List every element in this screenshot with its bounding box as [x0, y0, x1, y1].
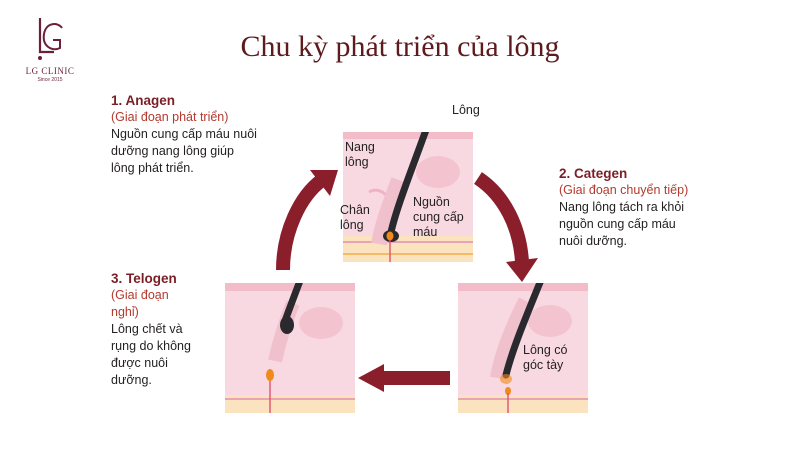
- stage-telogen-subtitle-1: (Giai đoạn: [111, 288, 169, 302]
- label-nguon-3: máu: [413, 225, 438, 239]
- stage-anagen-desc-2: dưỡng nang lông giúp: [111, 144, 234, 158]
- arrow-categen-to-telogen: [358, 364, 450, 392]
- stage-telogen-desc-2: rụng do không: [111, 339, 191, 353]
- stage-categen-title: 2. Categen: [559, 166, 628, 181]
- label-nguon-cung-cap-mau: Nguồn cung cấp máu: [413, 195, 464, 240]
- label-nang-long-2: lông: [345, 155, 369, 169]
- lg-monogram-icon: [38, 18, 63, 60]
- stage-anagen: 1. Anagen (Giai đoạn phát triển) Nguồn c…: [111, 92, 257, 177]
- stage-categen-subtitle: (Giai đoạn chuyển tiếp): [559, 183, 689, 197]
- label-chan-long: Chân lông: [340, 203, 370, 233]
- label-chan-long-2: lông: [340, 218, 364, 232]
- label-nguon-1: Nguồn: [413, 195, 450, 209]
- stage-categen: 2. Categen (Giai đoạn chuyển tiếp) Nang …: [559, 165, 688, 250]
- label-nang-long: Nang lông: [345, 140, 375, 170]
- stage-telogen-desc-1: Lông chết và: [111, 322, 183, 336]
- label-nguon-2: cung cấp: [413, 210, 464, 224]
- stage-anagen-desc-3: lông phát triển.: [111, 161, 194, 175]
- stage-telogen-title: 3. Telogen: [111, 271, 177, 286]
- telogen-diagram: [225, 283, 355, 413]
- label-goc-tay: Lông có góc tày: [523, 343, 567, 373]
- label-goc-tay-1: Lông có: [523, 343, 568, 357]
- stage-telogen: 3. Telogen (Giai đoạn nghỉ) Lông chết và…: [111, 270, 191, 389]
- categen-diagram: [458, 283, 588, 413]
- lg-clinic-logo: LG CLINIC Since 2015: [18, 14, 82, 94]
- arrow-anagen-to-categen: [473, 172, 538, 282]
- stage-categen-desc-2: nguồn cung cấp máu: [559, 217, 676, 231]
- anagen-diagram: [343, 132, 473, 262]
- label-goc-tay-2: góc tày: [523, 358, 564, 372]
- stage-categen-desc-3: nuôi dưỡng.: [559, 234, 627, 248]
- stage-categen-desc-1: Nang lông tách ra khỏi: [559, 200, 685, 214]
- page-title: Chu kỳ phát triển của lông: [240, 30, 560, 63]
- stage-telogen-desc-3: được nuôi: [111, 356, 168, 370]
- label-chan-long-1: Chân: [340, 203, 370, 217]
- stage-telogen-desc-4: dưỡng.: [111, 373, 152, 387]
- stage-anagen-desc-1: Nguồn cung cấp máu nuôi: [111, 127, 257, 141]
- logo-brand: LG CLINIC: [25, 66, 75, 76]
- stage-anagen-subtitle: (Giai đoạn phát triển): [111, 110, 229, 124]
- logo-since: Since 2015: [37, 77, 63, 83]
- stage-anagen-title: 1. Anagen: [111, 93, 176, 108]
- label-long: Lông: [452, 103, 480, 117]
- label-nang-long-1: Nang: [345, 140, 375, 154]
- stage-telogen-subtitle-2: nghỉ): [111, 305, 139, 319]
- arrow-telogen-to-anagen: [276, 170, 338, 271]
